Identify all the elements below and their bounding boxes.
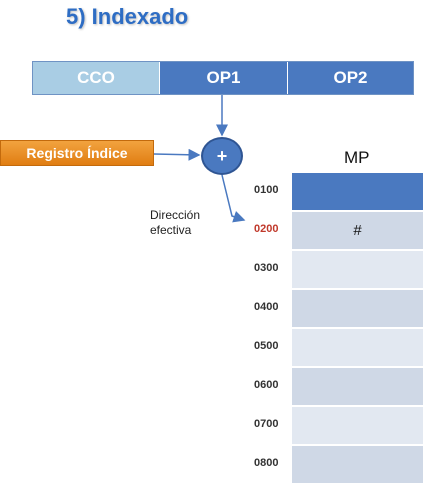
index-register: Registro Índice: [0, 140, 154, 166]
memory-cell: [292, 251, 423, 288]
memory-cell: [292, 446, 423, 483]
memory-address-label: 0800: [254, 457, 279, 469]
adder-circle: +: [201, 137, 243, 175]
instruction-format: CCO OP1 OP2: [32, 61, 414, 95]
memory-label: MP: [344, 148, 370, 167]
memory-cell: [292, 368, 423, 405]
memory-address-label: 0300: [254, 262, 279, 274]
memory-address-label: 0700: [254, 418, 279, 430]
memory-cell: [292, 173, 423, 210]
effective-address-label: Dirección efectiva: [150, 208, 200, 238]
effective-address-line2: efectiva: [150, 223, 192, 237]
memory-cell: [292, 407, 423, 444]
memory-address-label: 0500: [254, 340, 279, 352]
memory-address-label: 0200: [254, 223, 279, 235]
register-to-adder-arrow: [153, 148, 201, 161]
cco-field: CCO: [33, 62, 159, 94]
memory-cell: [292, 329, 423, 366]
page-title: 5) Indexado: [66, 4, 189, 29]
memory-address-label: 0600: [254, 379, 279, 391]
op2-field: OP2: [287, 62, 413, 94]
memory-address-label: 0100: [254, 184, 279, 196]
memory-cell: [292, 290, 423, 327]
op1-field: OP1: [159, 62, 287, 94]
memory-table: #: [292, 173, 423, 485]
memory-address-label: 0400: [254, 301, 279, 313]
adder-to-memory-arrow: [221, 174, 246, 223]
memory-cell: #: [292, 212, 423, 249]
effective-address-line1: Dirección: [150, 208, 201, 222]
